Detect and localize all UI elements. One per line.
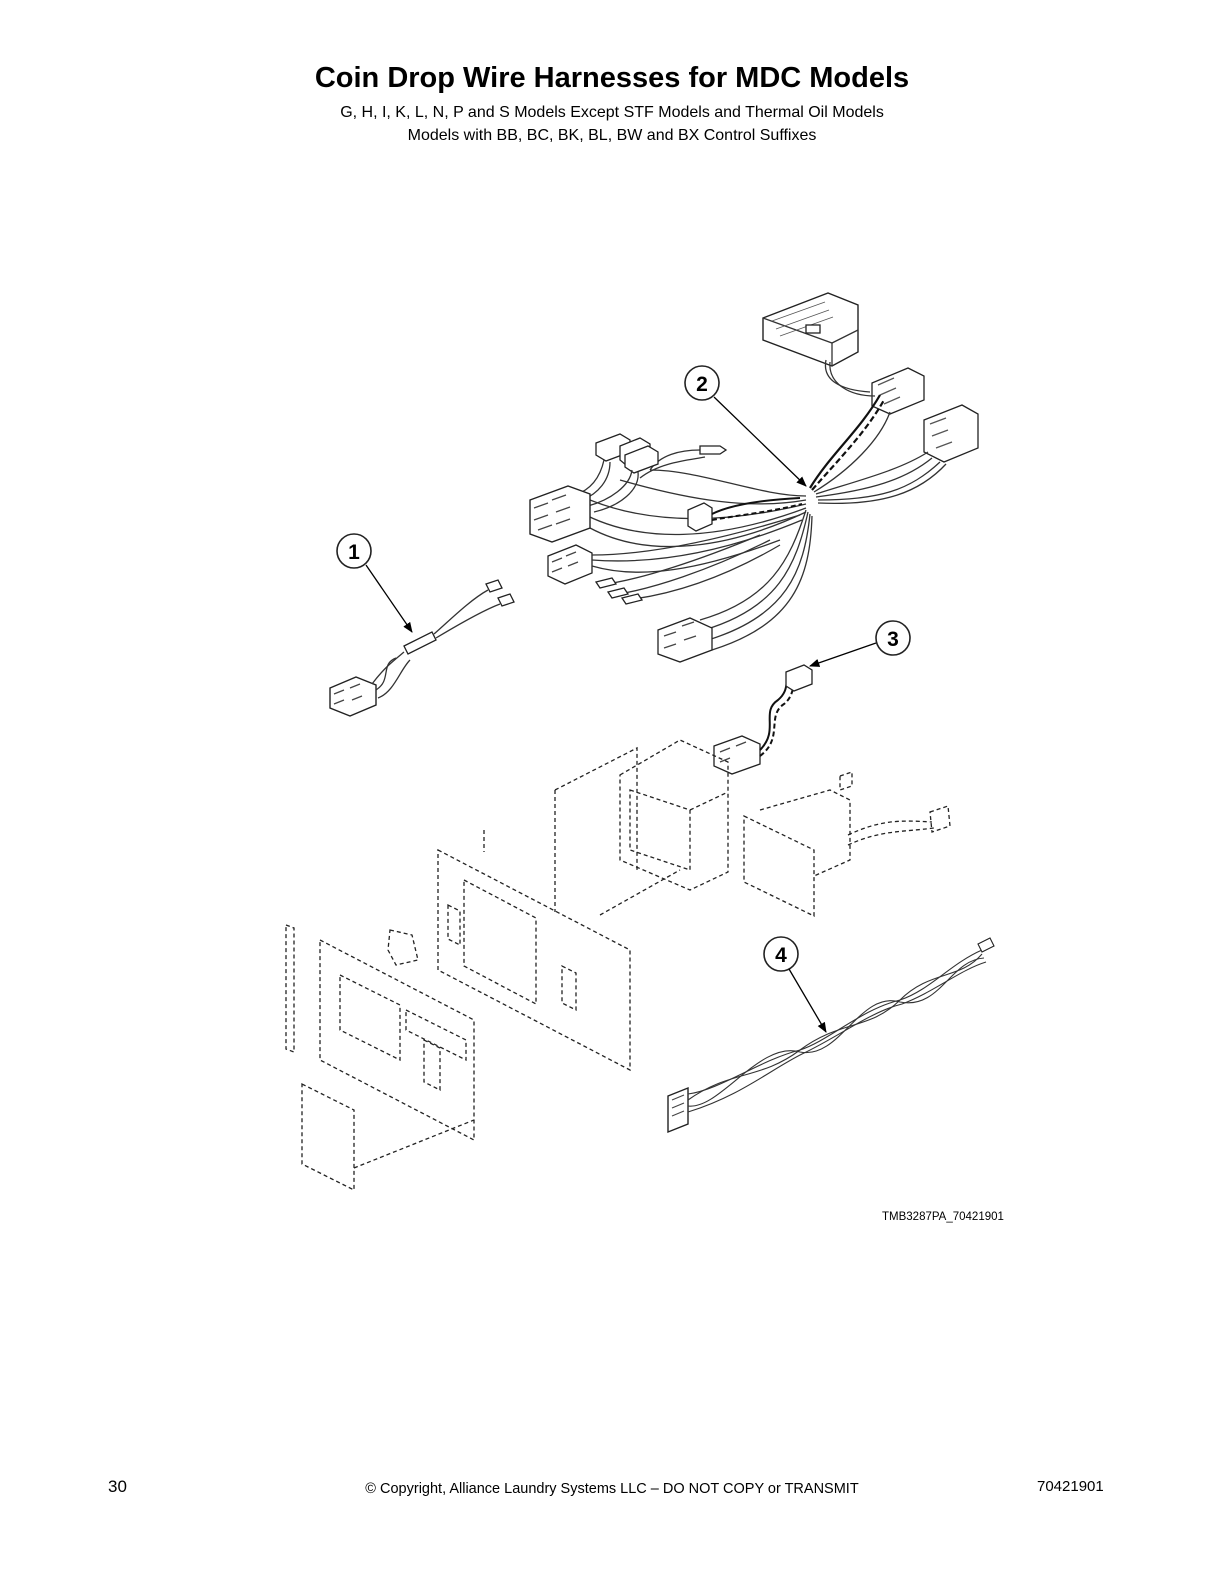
callout-4-label: 4: [775, 944, 787, 967]
callout-1-label: 1: [348, 541, 360, 564]
figure-code: TMB3287PA_70421901: [882, 1211, 1004, 1223]
plug-center-junction: [687, 502, 713, 532]
wire-harness-2: [529, 292, 979, 663]
callout-3-label: 3: [887, 628, 899, 651]
callout-3: 3: [809, 620, 911, 667]
plug-large-left: [529, 485, 591, 543]
wire-harness-1: [329, 579, 515, 717]
wire-harness-3: [713, 664, 813, 775]
spade-terminal: [699, 445, 728, 455]
board-connector: [762, 292, 859, 367]
copyright-notice: © Copyright, Alliance Laundry Systems LL…: [365, 1481, 859, 1497]
plug-upper-right-a: [871, 367, 925, 415]
document-number: 70421901: [1037, 1478, 1104, 1495]
plug-small-top-b: [624, 445, 659, 474]
callout-2-label: 2: [696, 373, 708, 396]
page-title: Coin Drop Wire Harnesses for MDC Models: [314, 62, 910, 94]
page-number: 30: [108, 1477, 127, 1496]
subtitle-control-suffixes: Models with BB, BC, BK, BL, BW and BX Co…: [407, 127, 817, 144]
callout-1: 1: [336, 533, 413, 633]
callout-4: 4: [763, 936, 827, 1033]
plug-upper-right-b: [923, 404, 979, 463]
plug-lower-left: [547, 544, 593, 585]
plug-bottom-harness2: [657, 617, 713, 663]
subtitle-models: G, H, I, K, L, N, P and S Models Except …: [340, 104, 884, 121]
spade-terminals-lower: [594, 577, 644, 605]
control-panel-assembly-reference: [285, 739, 951, 1192]
wire-harness-4: [667, 937, 995, 1134]
callout-2: 2: [684, 365, 807, 487]
